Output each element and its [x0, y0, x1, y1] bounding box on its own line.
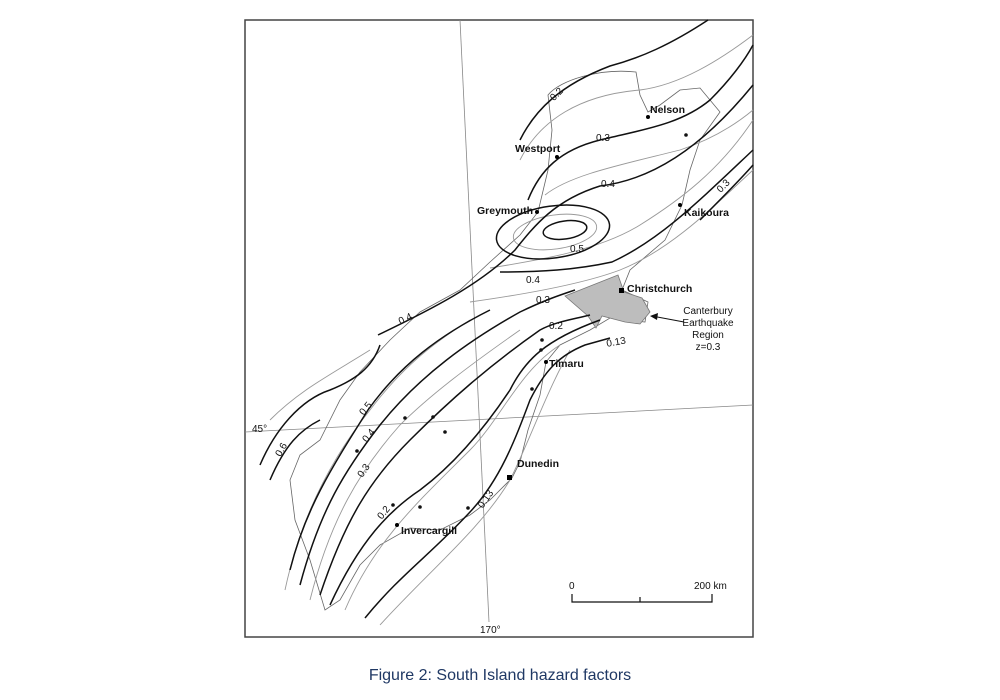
city-marker-dunedin	[507, 475, 512, 480]
city-label-westport: Westport	[515, 143, 561, 155]
contour-labels: 0.2 0.3 0.4 0.5 0.3 0.4 0.3 0.4 0.2 0.13…	[274, 86, 733, 522]
region-annotation: Canterbury Earthquake Region z=0.3	[650, 306, 734, 353]
canterbury-earthquake-region	[564, 274, 651, 329]
city-label-nelson: Nelson	[650, 104, 685, 116]
city-marker-kaikoura	[678, 203, 682, 207]
contour-label: 0.4	[601, 179, 615, 190]
contour-label: 0.3	[596, 133, 610, 144]
scale-end-label: 200 km	[694, 581, 727, 592]
city-marker-invercargill	[395, 523, 399, 527]
contour-label: 0.4	[397, 311, 415, 327]
cities: Nelson Westport Greymouth Kaikoura Chris…	[355, 104, 729, 537]
parallel-45	[244, 404, 754, 433]
major-contours	[259, 19, 754, 619]
scale-start-label: 0	[569, 581, 575, 592]
city-label-dunedin: Dunedin	[517, 458, 559, 470]
region-note-line: Canterbury	[683, 306, 732, 317]
city-label-christchurch: Christchurch	[627, 283, 692, 295]
city-label-greymouth: Greymouth	[477, 205, 533, 217]
city-marker-westport	[555, 155, 559, 159]
arrowhead-icon	[650, 313, 658, 320]
city-marker-nelson	[646, 115, 650, 119]
latitude-label: 45°	[252, 424, 267, 435]
city-marker-timaru	[544, 360, 548, 364]
contour-label: 0.3	[536, 295, 550, 306]
city-label-kaikoura: Kaikoura	[684, 207, 729, 219]
region-note-line: z=0.3	[696, 342, 721, 353]
contour-label: 0.2	[549, 321, 563, 332]
figure-caption: Figure 2: South Island hazard factors	[368, 667, 632, 684]
region-note-line: Region	[692, 330, 724, 341]
city-marker-greymouth	[535, 210, 539, 214]
contour-label: 0.5	[570, 244, 584, 255]
meridian-170	[459, 19, 490, 623]
scale-bar: 0 200 km	[569, 581, 727, 603]
city-label-invercargill: Invercargill	[401, 525, 457, 537]
longitude-label: 170°	[480, 625, 501, 636]
city-marker-christchurch	[619, 288, 624, 293]
region-note-line: Earthquake	[682, 318, 734, 329]
city-label-timaru: Timaru	[549, 358, 584, 370]
contour-label: 0.13	[606, 335, 628, 349]
contour-label: 0.4	[526, 275, 540, 286]
